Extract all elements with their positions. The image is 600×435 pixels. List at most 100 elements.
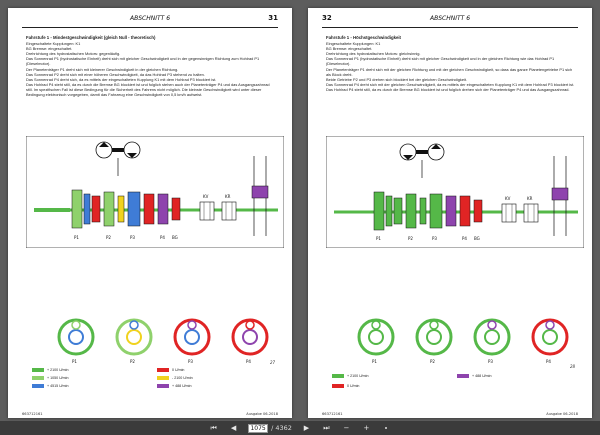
planet-speed-circles: P1 P2 P3 P4 [57,318,269,364]
text-line: Der Planetenträger P1 dreht sich mit kle… [26,66,179,72]
clutch-pack [501,203,539,223]
planet-circle-p1 [357,318,395,356]
schematic-frame [326,136,584,248]
previous-page-icon[interactable]: ◀ [230,424,237,432]
planet-circle-p2 [115,318,153,356]
transmission-schematic: P1 P2 P3 P4 BG KV KR [326,136,584,248]
circle-label: P2 [430,359,435,364]
legend-label: + 1050 U/min [47,376,69,380]
label-p4: P4 [462,236,467,241]
text-line: Eingeschaltete Kupplungen: K1 [26,41,81,47]
zoom-out-icon[interactable]: − [343,424,350,432]
body-text: Fahrstufe 1 - Höchstgeschwindigkeit Eing… [326,35,576,92]
body-text: Fahrstufe 1 - Mindestgeschwindigkeit (gl… [26,35,276,97]
legend-item: 0 U/min [157,368,184,372]
legend-item: + 1050 U/min [32,376,68,380]
legend-label: + 488 U/min [472,374,492,378]
legend-swatch [32,376,44,380]
text-line: Beide Getriebe P2 und P3 drehen sich blo… [326,76,468,82]
page-total: / 4362 [271,424,292,432]
legend-item: 0 U/min [332,384,359,388]
label-p1: P1 [74,235,79,240]
page-number: 32 [322,14,332,22]
text-line: BG Bremse: eingeschaltet. [26,46,73,52]
next-page-icon[interactable]: ▶ [303,424,310,432]
planet-circle-p2 [415,318,453,356]
figure-number: 27 [270,360,276,365]
page-number: 31 [268,14,278,22]
label-kv: KV [505,196,511,201]
hydrostatic-unit-icon [95,141,141,176]
label-p3: P3 [130,235,135,240]
paragraph-title: Fahrstufe 1 - Höchstgeschwindigkeit [326,35,401,40]
transmission-schematic: P1 P2 P3 P4 BG KV KR [26,136,284,248]
legend-label: + 488 U/min [172,384,192,388]
legend-item: + 2100 U/min [32,368,68,372]
planet-circle-p3 [473,318,511,356]
text-line: Das Sonnenrad P4 dreht sich, da es mitte… [26,76,217,82]
circle-label: P2 [130,359,135,364]
legend-swatch [332,374,344,378]
legend-item: + 4515 U/min [32,384,68,388]
legend-item: + 488 U/min [457,374,491,378]
label-kv: KV [203,194,209,199]
legend-label: + 4515 U/min [47,384,69,388]
legend-swatch [32,368,44,372]
text-line: BG Bremse: eingeschaltet. [326,46,373,52]
legend-swatch [32,384,44,388]
paragraph-title: Fahrstufe 1 - Mindestgeschwindigkeit (gl… [26,35,156,40]
hydrostatic-unit-icon [399,143,445,178]
legend-label: + 2100 U/min [47,368,69,372]
edition: Ausgabe 06-2018 [546,412,578,416]
text-line: Eingeschaltete Kupplungen: K1 [326,41,381,47]
schematic-frame [26,136,284,248]
label-p1: P1 [376,236,381,241]
circle-label: P4 [246,359,251,364]
planetary-gear-set [373,191,483,231]
label-kr: KR [225,194,231,199]
legend-label: + 2100 U/min [347,374,369,378]
page-number-input[interactable]: 1075 [248,423,269,433]
text-line: Drehrichtung des hydrostatischen Motors:… [26,51,121,57]
output-gear [251,185,269,199]
text-line: Drehrichtung des hydrostatischen Motors:… [326,51,421,57]
legend-label: 0 U/min [347,384,360,388]
circle-label: P3 [188,359,193,364]
page-header: ABSCHNITT 6 32 [322,14,578,28]
text-line: Das Sonnenrad P4 dreht sich mit der glei… [326,81,575,87]
label-bg: BG [474,236,480,241]
figure-number: 28 [570,364,576,369]
edition: Ausgabe 06-2018 [246,412,278,416]
pdf-toolbar: ⏮ ◀ 1075 / 4362 ▶ ⏭ − + [0,421,600,435]
output-gear [551,187,569,201]
section-title: ABSCHNITT 6 [129,15,171,22]
page-navigator: 1075 / 4362 [248,423,292,433]
text-line: Das Sonnenrad P1 (hydrostatische Einheit… [26,56,260,67]
first-page-icon[interactable]: ⏮ [210,423,217,432]
last-page-icon[interactable]: ⏭ [323,423,330,432]
planet-circle-p4 [231,318,269,356]
document-page-right: ABSCHNITT 6 32 Fahrstufe 1 - Höchstgesch… [308,8,592,418]
planet-circle-p1 [57,318,95,356]
text-line: Das Hohlrad P4 steht still, da es durch … [326,86,570,92]
legend-label: 0 U/min [172,368,185,372]
legend-swatch [157,368,169,372]
circle-label: P3 [488,359,493,364]
document-page-left: ABSCHNITT 6 31 Fahrstufe 1 - Mindestgesc… [8,8,292,418]
label-p4: P4 [160,235,165,240]
text-line: Das Hohlrad P4 steht still, da es durch … [26,81,270,98]
legend-swatch [457,374,469,378]
legend-item: - 2100 U/min [157,376,193,380]
planet-speed-circles: P1 P2 P3 P4 [357,318,569,364]
section-title: ABSCHNITT 6 [429,15,471,22]
legend-label: - 2100 U/min [172,376,193,380]
planetary-gear-set [71,189,181,229]
circle-label: P1 [372,359,377,364]
more-options-icon[interactable] [381,423,392,434]
legend-swatch [157,376,169,380]
page-header: ABSCHNITT 6 31 [22,14,278,28]
zoom-in-icon[interactable]: + [363,424,370,432]
circle-label: P4 [546,359,551,364]
text-line: Der Planetenträger P1 dreht sich mit der… [326,66,573,77]
